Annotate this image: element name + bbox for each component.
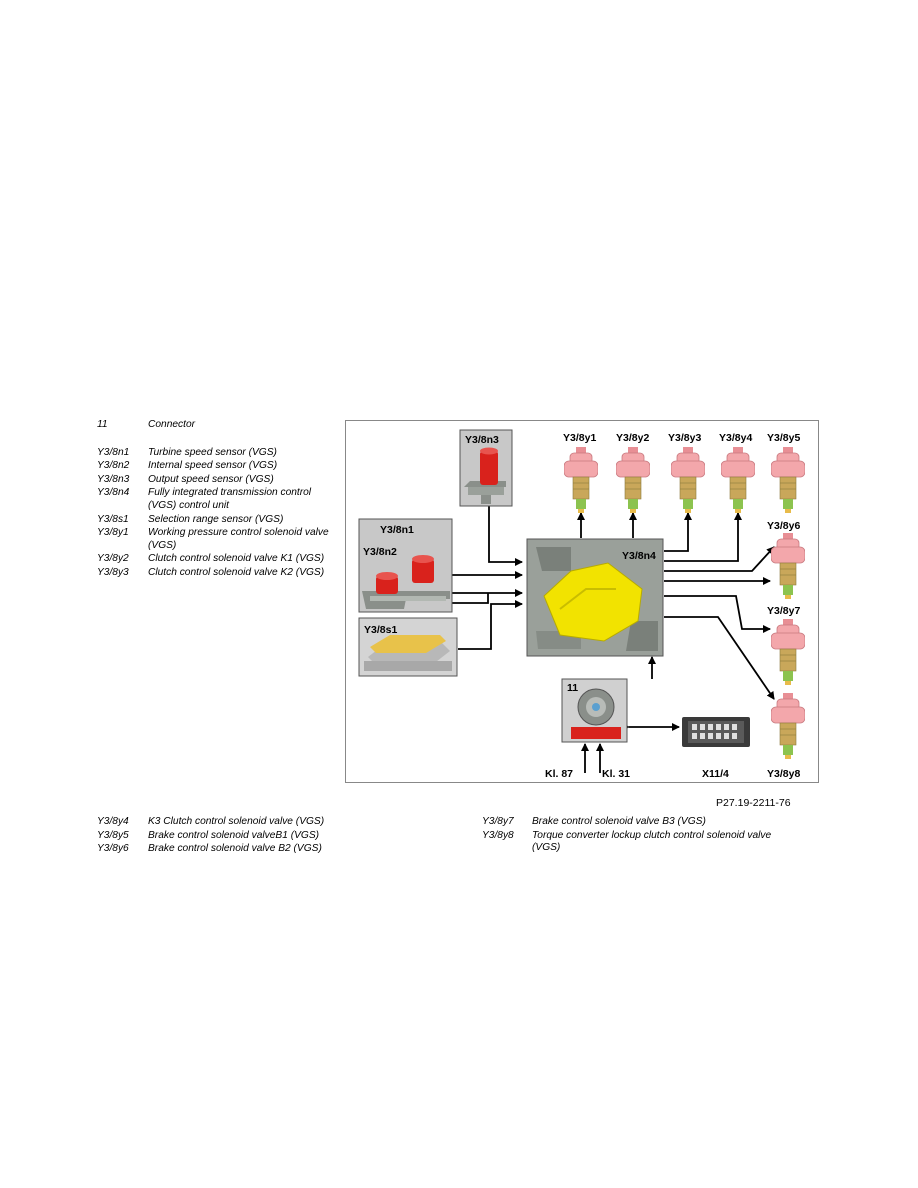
label-x11-4: X11/4 xyxy=(702,768,729,780)
label-y3-8y5: Y3/8y5 xyxy=(767,432,800,444)
legend-code: Y3/8y7 xyxy=(482,816,514,827)
valve-y3-8y4 xyxy=(721,447,755,513)
label-y3-8n4: Y3/8n4 xyxy=(622,550,656,562)
legend-desc: Brake control solenoid valve B2 (VGS) xyxy=(148,843,322,855)
speed-sensors-image: Y3/8n1 Y3/8n2 xyxy=(358,518,453,613)
figure-reference: P27.19-2211-76 xyxy=(716,797,791,809)
valve-y3-8y1 xyxy=(564,447,598,513)
legend-desc: Brake control solenoid valveB1 (VGS) xyxy=(148,829,320,841)
legend-row: Y3/8y5 Brake control solenoid valveB1 (VG… xyxy=(97,830,397,843)
valve-y3-8y7 xyxy=(771,619,805,685)
legend-desc: Selection range sensor (VGS) xyxy=(148,513,284,525)
legend-top: 11 Connector Y3/8n1 Turbine speed sensor (… xyxy=(97,419,337,581)
label-y3-8y7: Y3/8y7 xyxy=(767,605,800,617)
legend-desc: Output speed sensor (VGS) xyxy=(148,473,274,485)
connector-11-image: 11 xyxy=(561,678,628,743)
legend-code: Y3/8s1 xyxy=(97,513,129,525)
legend-desc: Brake control solenoid valve B3 (VGS) xyxy=(532,816,706,827)
label-kl31: Kl. 31 xyxy=(602,768,630,780)
legend-desc: Connector xyxy=(148,419,196,430)
legend-code: Y3/8n3 xyxy=(97,473,130,485)
output-speed-sensor-image: Y3/8n3 xyxy=(459,429,513,507)
legend-row: Y3/8y3 Clutch control solenoid valve K2 (… xyxy=(97,567,337,580)
legend-code: 11 xyxy=(97,419,108,430)
legend-bottom-left: Y3/8y4 K3 Clutch control solenoid valve (… xyxy=(97,816,397,857)
selection-range-sensor-image: Y3/8s1 xyxy=(358,617,458,677)
label-kl87: Kl. 87 xyxy=(545,768,573,780)
x11-4-connector-image: X11/4 xyxy=(682,717,750,780)
label-y3-8y2: Y3/8y2 xyxy=(616,432,649,444)
legend-code: Y3/8y5 xyxy=(97,829,129,841)
legend-desc: K3 Clutch control solenoid valve (VGS) xyxy=(148,816,325,827)
valve-y3-8y3 xyxy=(671,447,705,513)
label-y3-8y8: Y3/8y8 xyxy=(767,768,800,780)
legend-desc: Turbine speed sensor (VGS) xyxy=(148,446,277,458)
legend-row: Y3/8s1 Selection range sensor (VGS) xyxy=(97,514,337,527)
valve-y3-8y2 xyxy=(616,447,650,513)
legend-row: Y3/8y4 K3 Clutch control solenoid valve (… xyxy=(97,816,397,829)
legend-row: Y3/8y1 Working pressure control solenoid … xyxy=(97,527,337,552)
legend-row: Y3/8n4 Fully integrated transmission cont… xyxy=(97,487,337,512)
label-y3-8s1: Y3/8s1 xyxy=(364,624,397,636)
valve-y3-8y5 xyxy=(771,447,805,513)
legend-row: Y3/8y8 Torque converter lockup clutch con… xyxy=(482,830,802,855)
label-connector-11: 11 xyxy=(567,682,578,694)
diagram-frame: Y3/8n3 Y3/8n1 Y3/8n2 Y3/8s1 xyxy=(345,420,819,783)
label-y3-8n1: Y3/8n1 xyxy=(380,524,414,536)
label-y3-8y6: Y3/8y6 xyxy=(767,520,800,532)
legend-code: Y3/8n4 xyxy=(97,487,130,499)
valve-y3-8y8 xyxy=(771,693,805,759)
label-y3-8y1: Y3/8y1 xyxy=(563,432,596,444)
legend-row: Y3/8n3 Output speed sensor (VGS) xyxy=(97,474,337,487)
label-y3-8y4: Y3/8y4 xyxy=(719,432,752,444)
wiring-diagram: Y3/8n3 Y3/8n1 Y3/8n2 Y3/8s1 xyxy=(358,429,805,780)
legend-row: 11 Connector xyxy=(97,419,337,432)
legend-code: Y3/8n1 xyxy=(97,446,130,458)
legend-desc: Clutch control solenoid valve K2 (VGS) xyxy=(148,566,325,578)
legend-code: Y3/8y1 xyxy=(97,527,129,539)
legend-code: Y3/8n2 xyxy=(97,460,130,472)
legend-desc: Fully integrated transmission control (V… xyxy=(148,487,312,511)
legend-code: Y3/8y2 xyxy=(97,553,129,565)
legend-code: Y3/8y6 xyxy=(97,843,129,855)
legend-row: Y3/8n2 Internal speed sensor (VGS) xyxy=(97,460,337,473)
legend-row: Y3/8y2 Clutch control solenoid valve K1 (… xyxy=(97,553,337,566)
legend-desc: Torque converter lockup clutch control s… xyxy=(532,829,772,854)
legend-code: Y3/8y4 xyxy=(97,816,129,827)
label-y3-8y3: Y3/8y3 xyxy=(668,432,701,444)
legend-desc: Internal speed sensor (VGS) xyxy=(148,460,278,472)
legend-code: Y3/8y8 xyxy=(482,829,514,841)
legend-desc: Clutch control solenoid valve K1 (VGS) xyxy=(148,553,325,565)
legend-desc: Working pressure control solenoid valve … xyxy=(148,527,329,551)
legend-row: Y3/8n1 Turbine speed sensor (VGS) xyxy=(97,447,337,460)
legend-code: Y3/8y3 xyxy=(97,566,129,578)
legend-row: Y3/8y6 Brake control solenoid valve B2 (V… xyxy=(97,843,397,856)
valve-y3-8y6 xyxy=(771,533,805,599)
control-unit-image: Y3/8n4 xyxy=(526,538,664,657)
label-y3-8n3: Y3/8n3 xyxy=(465,434,499,446)
legend-bottom-right: Y3/8y7 Brake control solenoid valve B3 (V… xyxy=(482,816,802,856)
legend-row: Y3/8y7 Brake control solenoid valve B3 (V… xyxy=(482,816,802,829)
label-y3-8n2: Y3/8n2 xyxy=(363,546,397,558)
